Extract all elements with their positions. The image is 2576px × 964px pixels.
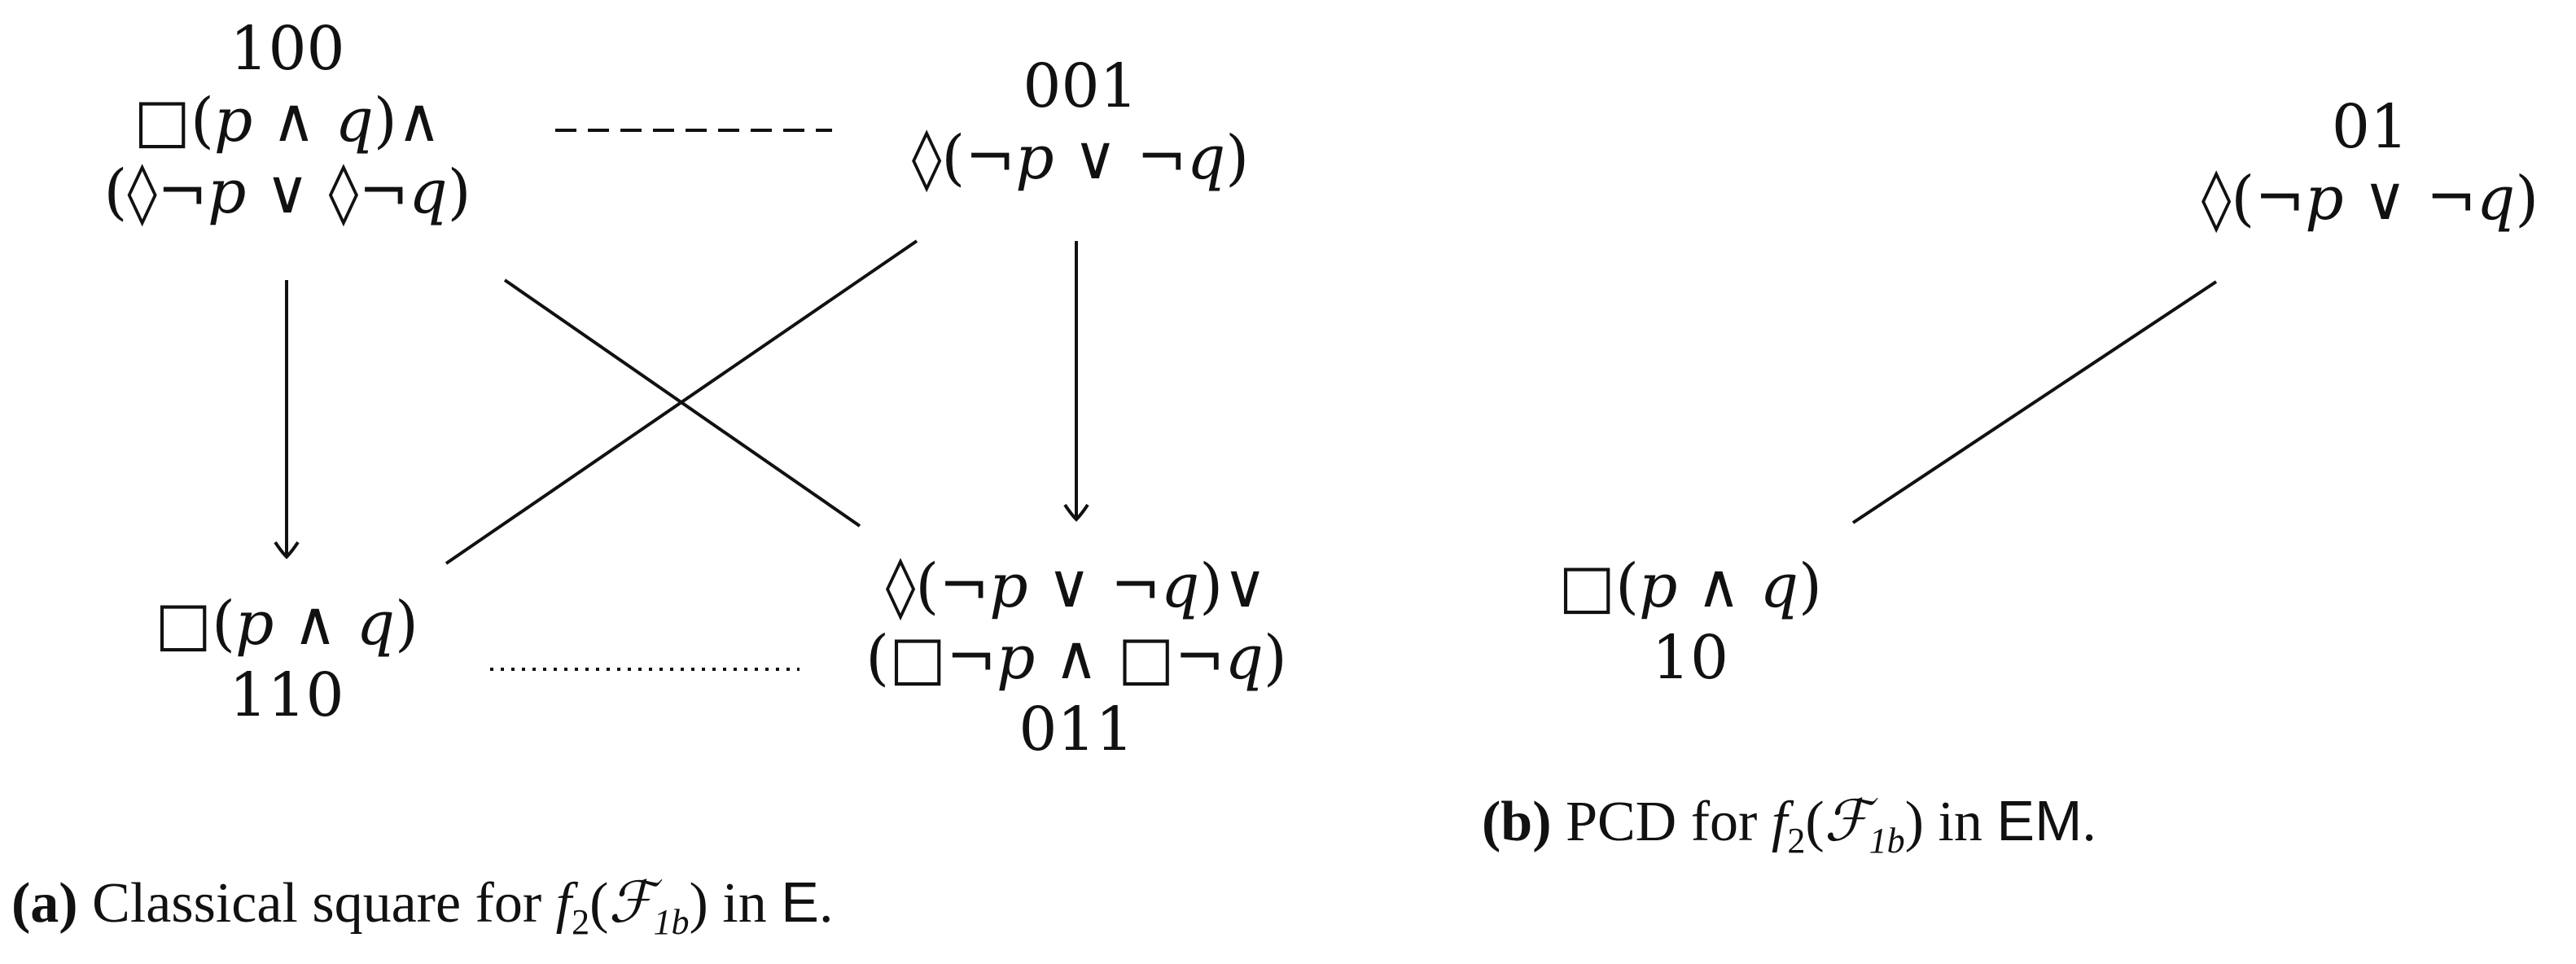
formula-line: ◊(¬p ∨ ¬q)∨ xyxy=(885,551,1268,621)
caption-sub: 1b xyxy=(1868,821,1905,861)
caption-func: f xyxy=(1771,791,1788,853)
caption-text: in xyxy=(708,872,782,935)
caption-label: (a) xyxy=(11,872,78,935)
node-code: 10 xyxy=(1651,623,1729,693)
node-code: 110 xyxy=(229,660,344,730)
caption-logic: E xyxy=(781,870,819,934)
caption-a: (a) Classical square for f2(ℱ1b) in E. xyxy=(11,868,833,957)
caption-b: (b) PCD for f2(ℱ1b) in EM. xyxy=(1482,787,2096,875)
caption-paren: ) xyxy=(689,872,708,935)
caption-sub: 2 xyxy=(572,902,590,942)
caption-paren: ) xyxy=(1904,791,1924,853)
node-100: 100 □(p ∧ q)∧ (◊¬p ∨ ◊¬q) xyxy=(88,13,487,228)
formula-line: □(p ∧ q)∧ xyxy=(134,85,441,156)
node-110: □(p ∧ q) 110 xyxy=(124,588,449,731)
formula-line: □(p ∧ q) xyxy=(155,589,418,659)
node-code: 011 xyxy=(1019,695,1134,765)
caption-text: PCD for xyxy=(1551,791,1772,853)
caption-period: . xyxy=(818,872,834,935)
formula-line: (□¬p ∧ □¬q) xyxy=(865,623,1287,693)
caption-paren: ( xyxy=(1805,791,1825,853)
caption-script-f: ℱ xyxy=(1824,791,1869,853)
caption-sub: 1b xyxy=(653,902,690,942)
caption-script-f: ℱ xyxy=(608,872,654,935)
node-code: 01 xyxy=(2331,92,2409,162)
caption-paren: ( xyxy=(589,872,609,935)
node-code: 001 xyxy=(1023,51,1138,121)
node-10: □(p ∧ q) 10 xyxy=(1527,550,1853,694)
formula-line: ◊(¬p ∨ ¬q) xyxy=(2201,164,2539,234)
caption-logic: EM xyxy=(1996,789,2083,852)
diagonal-top-right-to-bottom-left xyxy=(445,239,918,565)
caption-period: . xyxy=(2082,791,2096,853)
node-001: 001 ◊(¬p ∨ ¬q) xyxy=(881,50,1280,194)
node-code: 100 xyxy=(230,14,345,84)
node-01: 01 ◊(¬p ∨ ¬q) xyxy=(2179,91,2561,234)
caption-sub: 2 xyxy=(1787,821,1806,861)
formula-line: □(p ∧ q) xyxy=(1558,551,1822,621)
caption-label: (b) xyxy=(1482,791,1552,853)
formula-line: (◊¬p ∨ ◊¬q) xyxy=(103,157,471,227)
caption-func: f xyxy=(555,872,572,935)
caption-text: Classical square for xyxy=(77,872,556,935)
pcd-contradiction-line xyxy=(1851,280,2218,524)
caption-text: in xyxy=(1923,791,1997,853)
node-011: ◊(¬p ∨ ¬q)∨ (□¬p ∧ □¬q) 011 xyxy=(856,550,1296,765)
formula-line: ◊(¬p ∨ ¬q) xyxy=(911,123,1250,193)
